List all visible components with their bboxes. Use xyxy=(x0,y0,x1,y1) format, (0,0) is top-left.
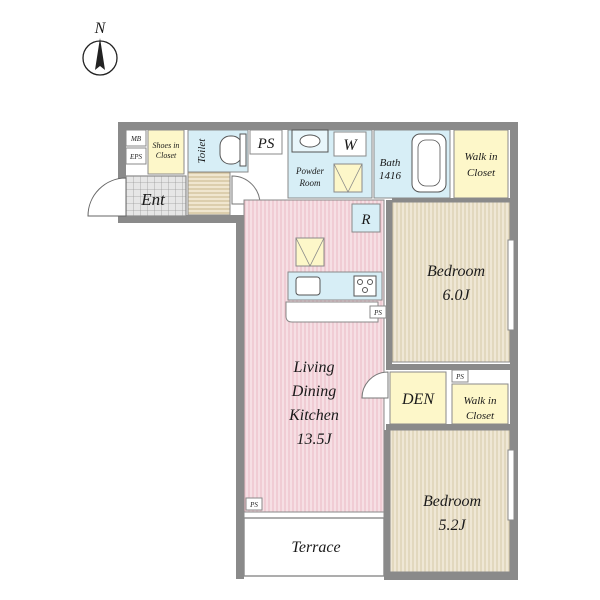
hall-storage xyxy=(187,171,231,216)
walk-in-closet-bottom-label-2: Closet xyxy=(466,410,495,422)
walk-in-closet-top-label-2: Closet xyxy=(467,167,496,179)
bedroom-2-label-2: 5.2J xyxy=(438,517,466,534)
shoes-in-closet-label-1: Shoes in xyxy=(153,141,180,150)
bedroom-2-label-1: Bedroom xyxy=(423,493,481,510)
shoes-in-closet-label-2: Closet xyxy=(156,151,177,160)
entrance-floor xyxy=(125,175,187,217)
ps-bottom-label: PS xyxy=(249,501,258,509)
ps-kitchen-label: PS xyxy=(373,309,382,317)
bath-label-2: 1416 xyxy=(379,170,402,182)
terrace-label: Terrace xyxy=(291,539,340,556)
den-room xyxy=(389,371,447,425)
bath-label-1: Bath xyxy=(380,157,401,169)
bedroom-2 xyxy=(389,429,511,573)
counter-bar xyxy=(285,301,379,323)
toilet-bowl-icon xyxy=(219,135,243,165)
ldk-window xyxy=(243,511,385,519)
toilet-label: Toilet xyxy=(196,138,208,164)
pantry xyxy=(295,237,325,267)
walk-in-closet-top-label-1: Walk in xyxy=(465,151,498,163)
entrance-label: Ent xyxy=(140,190,166,209)
ldk-label-4: 13.5J xyxy=(296,431,332,448)
toilet-tank-icon xyxy=(239,133,247,167)
sink-icon xyxy=(299,134,321,148)
ps-mid-box xyxy=(451,369,469,383)
powder-storage xyxy=(333,163,363,193)
compass-label: N xyxy=(94,20,107,37)
mb-box xyxy=(125,129,147,147)
refrigerator-label: R xyxy=(360,212,370,228)
walk-in-closet-top xyxy=(453,129,509,199)
eps-label: EPS xyxy=(129,153,143,161)
refrigerator-box xyxy=(351,203,381,233)
shoes-in-closet xyxy=(147,129,185,175)
bedroom-1 xyxy=(391,201,511,363)
ps-top-label: PS xyxy=(257,136,275,152)
bedroom-1-label-2: 6.0J xyxy=(442,287,470,304)
walk-in-closet-bottom xyxy=(451,383,509,425)
terrace xyxy=(243,517,385,577)
washer-label: W xyxy=(343,137,358,154)
bedroom-2-window xyxy=(507,449,515,521)
stove-icon xyxy=(353,275,377,297)
ldk-label-3: Kitchen xyxy=(288,407,339,424)
kitchen-sink-icon xyxy=(295,276,321,296)
eps-box xyxy=(125,147,147,165)
ps-top-box xyxy=(249,129,283,155)
ps-bottom-box xyxy=(245,497,263,511)
bedroom-1-window xyxy=(507,239,515,331)
bathtub-icon xyxy=(411,133,447,193)
mb-label: MB xyxy=(130,135,142,143)
compass: N xyxy=(82,20,118,76)
ps-mid-label: PS xyxy=(455,373,464,381)
ldk-label-1: Living xyxy=(293,359,335,376)
den-label: DEN xyxy=(401,391,435,408)
ldk-label-2: Dining xyxy=(291,383,336,400)
entrance-door-swing xyxy=(87,177,127,217)
powder-room-label-1: Powder xyxy=(295,166,324,176)
powder-room-label-2: Room xyxy=(299,178,321,188)
washer-box xyxy=(333,131,367,157)
north-arrow-icon xyxy=(95,38,105,70)
bedroom-1-label-1: Bedroom xyxy=(427,263,485,280)
den-door-swing xyxy=(361,371,389,399)
walk-in-closet-bottom-label-1: Walk in xyxy=(464,395,497,407)
